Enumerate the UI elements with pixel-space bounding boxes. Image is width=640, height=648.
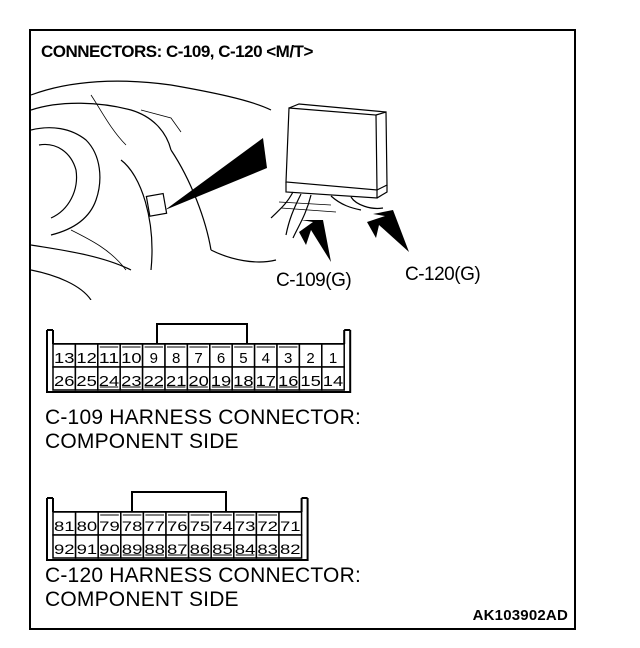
c109-caption-line1: C-109 HARNESS CONNECTOR: [45, 406, 361, 429]
c109-caption: C-109 HARNESS CONNECTOR: COMPONENT SIDE [45, 406, 361, 454]
figure-code: AK103902AD [472, 607, 568, 624]
c120-caption-line2: COMPONENT SIDE [45, 588, 239, 611]
c109-caption-line2: COMPONENT SIDE [45, 430, 239, 453]
c120-caption-line1: C-120 HARNESS CONNECTOR: [45, 564, 361, 587]
c120-caption: C-120 HARNESS CONNECTOR: COMPONENT SIDE [45, 564, 361, 612]
diagram-frame [29, 29, 576, 630]
dashboard-ecu-illustration [31, 80, 409, 300]
callout-c120: C-120(G) [405, 264, 481, 285]
callout-c109: C-109(G) [276, 270, 352, 291]
diagram-title: CONNECTORS: C-109, C-120 <M/T> [41, 42, 313, 61]
